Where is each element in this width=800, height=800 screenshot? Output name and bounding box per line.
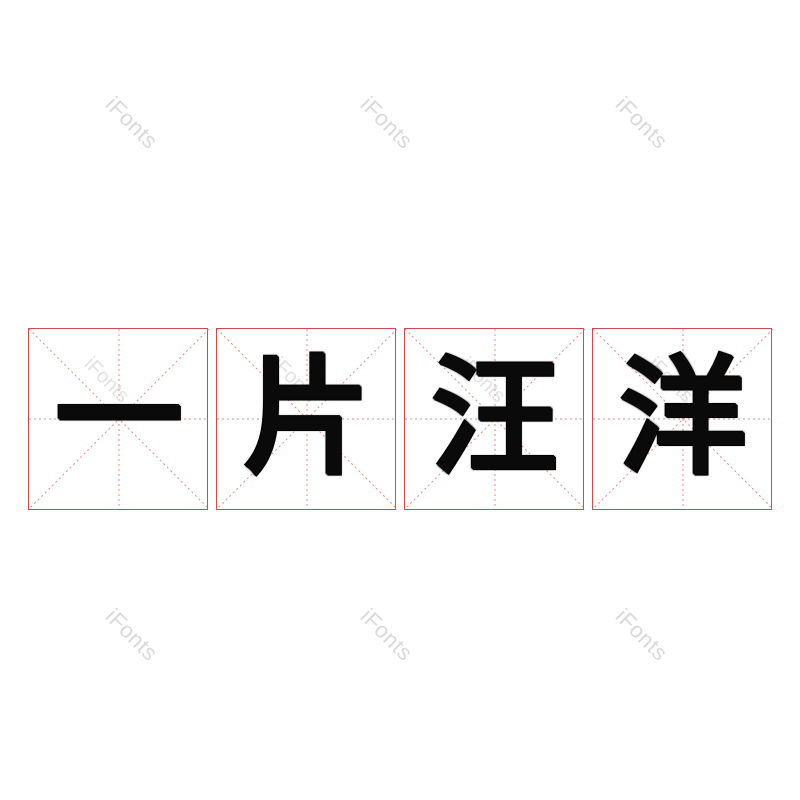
mi-grid-guides — [29, 329, 209, 509]
character-cell-3: iFonts 汪 — [404, 328, 585, 510]
character-glyph: 一 — [54, 344, 183, 493]
character-cell-1: iFonts 一 — [28, 328, 209, 510]
character-glyph: 洋 — [618, 344, 747, 493]
character-glyph: 片 — [242, 344, 371, 493]
watermark-text: iFonts — [355, 603, 418, 666]
watermark-text: iFonts — [355, 91, 418, 154]
watermark-text: iFonts — [100, 603, 163, 666]
watermark-text: iFonts — [610, 603, 673, 666]
watermark-text: iFonts — [100, 91, 163, 154]
mi-grid-guides — [593, 329, 773, 509]
watermark-text: iFonts — [610, 91, 673, 154]
character-cell-2: iFonts 片 — [216, 328, 397, 510]
mi-grid-guides — [217, 329, 397, 509]
mi-grid-guides — [405, 329, 585, 509]
character-cell-4: iFonts 洋 — [592, 328, 773, 510]
character-grid-row: iFonts 一 iFonts 片 iFonts 汪 iFonts 洋 — [28, 328, 773, 510]
character-glyph: 汪 — [430, 344, 559, 493]
